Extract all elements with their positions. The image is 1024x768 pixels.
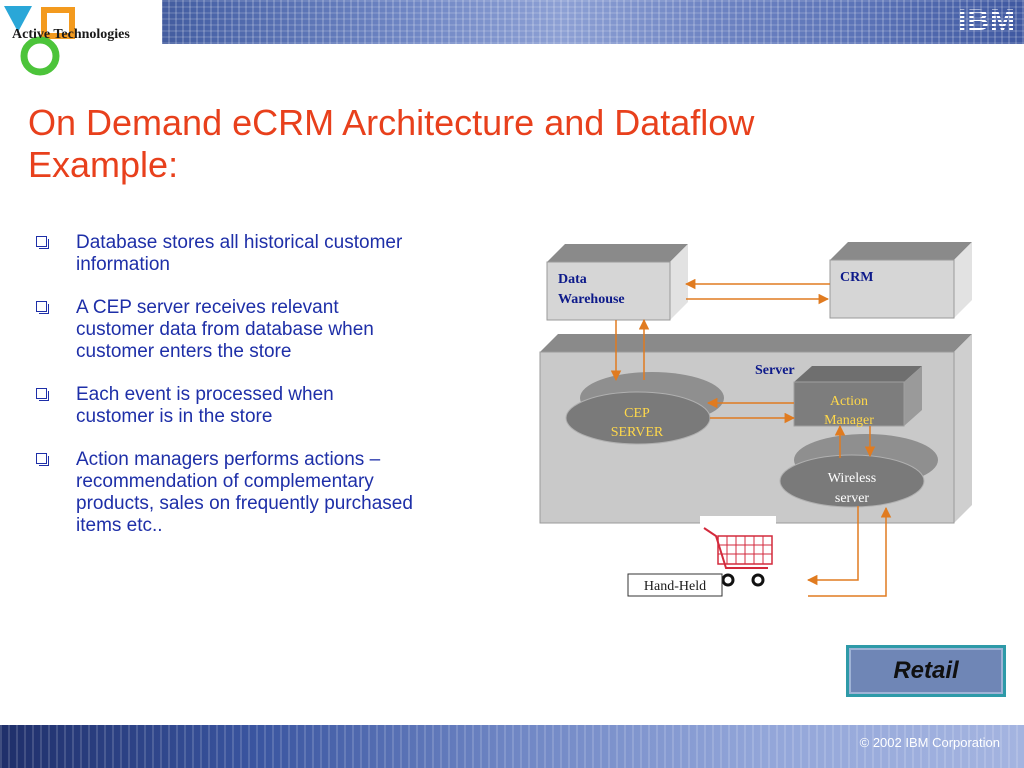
action-manager-box	[793, 366, 922, 427]
logo-triangle	[4, 6, 32, 32]
logo-square	[41, 7, 75, 39]
bullet-text-line: customer is in the store	[76, 406, 273, 427]
data-warehouse-label-line2: Warehouse	[558, 292, 625, 307]
wireless-server-label-line2: server	[835, 491, 870, 506]
data-warehouse-label-line1: Data	[558, 272, 587, 287]
company-logo: Active Technologies	[0, 0, 162, 76]
shopping-cart-icon	[700, 516, 776, 587]
logo-shapes-icon	[4, 6, 75, 76]
bullet-list: Database stores all historical customer …	[36, 232, 496, 558]
bullet-text-line: customer enters the store	[76, 341, 292, 362]
ibm-logo: IBM	[958, 4, 1016, 37]
logo-circle	[20, 36, 60, 76]
footer-pattern	[0, 725, 1024, 768]
header-banner	[0, 0, 1024, 44]
bullet-item: Each event is processed when customer is…	[36, 384, 496, 428]
bullet-text-line: recommendation of complementary	[76, 471, 374, 492]
dataflow-arrows	[610, 278, 892, 597]
bullet-item: A CEP server receives relevant customer …	[36, 297, 496, 363]
bullet-item: Action managers performs actions – recom…	[36, 449, 496, 537]
server-label: Server	[755, 363, 795, 378]
slide-title-line2: Example:	[28, 144, 179, 185]
bullet-text-line: items etc..	[76, 515, 163, 536]
checkbox-bullet-icon	[36, 453, 49, 466]
bullet-text-line: information	[76, 254, 170, 275]
cep-server-label-line1: CEP	[624, 406, 650, 421]
bullet-text-line: Each event is processed when	[76, 384, 334, 405]
retail-button[interactable]: Retail	[846, 645, 1006, 697]
checkbox-bullet-icon	[36, 388, 49, 401]
checkbox-bullet-icon	[36, 236, 49, 249]
slide-title-line1: On Demand eCRM Architecture and Dataflow	[28, 102, 755, 143]
crm-box	[829, 242, 972, 319]
wireless-server-node	[779, 434, 938, 508]
bullet-text-line: Database stores all historical customer	[76, 232, 403, 253]
bullet-text-line: A CEP server receives relevant	[76, 297, 339, 318]
arrow-handheld-to-wireless	[808, 506, 892, 597]
checkbox-bullet-icon	[36, 301, 49, 314]
company-logo-text: Active Technologies	[12, 27, 130, 42]
hand-held-box	[627, 573, 723, 597]
arrow-wireless-to-handheld	[806, 506, 859, 586]
bullet-text-line: Action managers performs actions –	[76, 449, 381, 470]
slide-title: On Demand eCRM Architecture and Dataflow…	[28, 102, 908, 186]
data-warehouse-box	[546, 244, 688, 321]
bullet-text-line: products, sales on frequently purchased	[76, 493, 413, 514]
cep-server-node	[565, 372, 724, 445]
cep-server-label-line2: SERVER	[611, 425, 664, 440]
header-pattern	[0, 0, 1024, 44]
wireless-server-label-line1: Wireless	[828, 471, 876, 486]
bullet-item: Database stores all historical customer …	[36, 232, 496, 276]
crm-label: CRM	[840, 270, 873, 285]
footer-banner	[0, 725, 1024, 768]
action-manager-label-line1: Action	[830, 394, 868, 409]
copyright-text: © 2002 IBM Corporation	[859, 735, 1000, 750]
bullet-text-line: customer data from database when	[76, 319, 374, 340]
action-manager-label-line2: Manager	[824, 413, 874, 428]
hand-held-label: Hand-Held	[644, 579, 706, 594]
